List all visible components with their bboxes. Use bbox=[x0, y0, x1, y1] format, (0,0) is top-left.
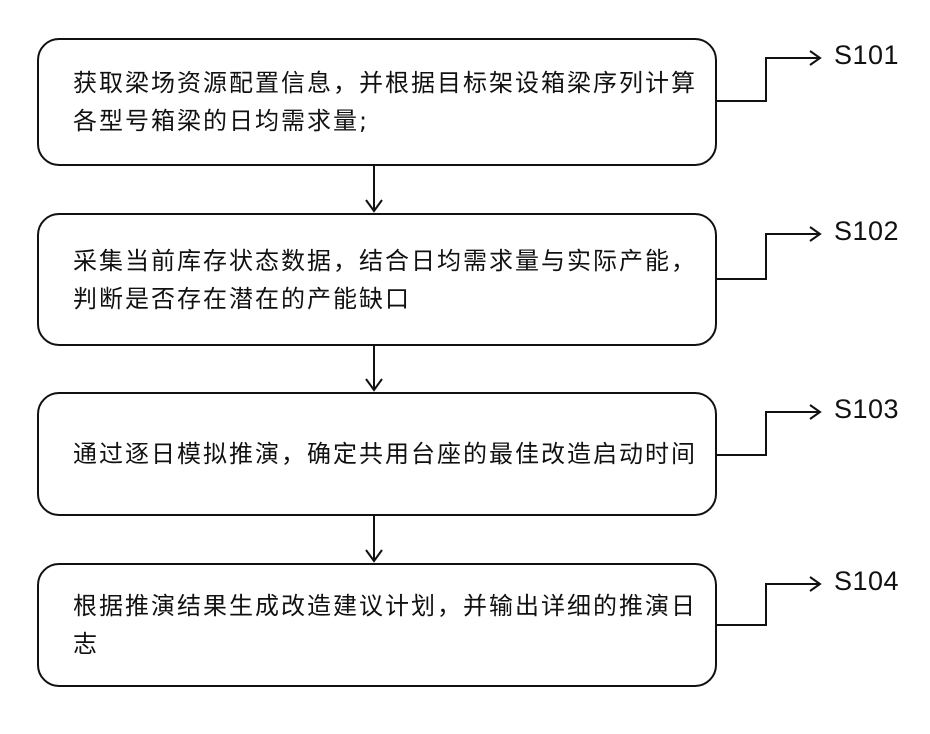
step-text-s101: 获取梁场资源配置信息，并根据目标架设箱梁序列计算各型号箱梁的日均需求量; bbox=[73, 64, 697, 140]
step-text-s104: 根据推演结果生成改造建议计划，并输出详细的推演日志 bbox=[73, 587, 697, 663]
step-label-s104: S104 bbox=[834, 566, 899, 597]
leader-s103 bbox=[717, 412, 819, 455]
step-text-s102: 采集当前库存状态数据，结合日均需求量与实际产能，判断是否存在潜在的产能缺口 bbox=[73, 242, 697, 318]
step-text-s103: 通过逐日模拟推演，确定共用台座的最佳改造启动时间 bbox=[73, 435, 697, 473]
step-box-s104: 根据推演结果生成改造建议计划，并输出详细的推演日志 bbox=[37, 563, 717, 687]
leader-s102 bbox=[717, 234, 819, 279]
leader-s101 bbox=[717, 58, 819, 101]
step-label-s101: S101 bbox=[834, 40, 899, 71]
step-label-s103: S103 bbox=[834, 394, 899, 425]
leader-s104 bbox=[717, 584, 819, 625]
step-label-s102: S102 bbox=[834, 216, 899, 247]
step-box-s103: 通过逐日模拟推演，确定共用台座的最佳改造启动时间 bbox=[37, 392, 717, 516]
step-box-s101: 获取梁场资源配置信息，并根据目标架设箱梁序列计算各型号箱梁的日均需求量; bbox=[37, 38, 717, 166]
step-box-s102: 采集当前库存状态数据，结合日均需求量与实际产能，判断是否存在潜在的产能缺口 bbox=[37, 213, 717, 346]
label-leaders bbox=[717, 51, 820, 625]
